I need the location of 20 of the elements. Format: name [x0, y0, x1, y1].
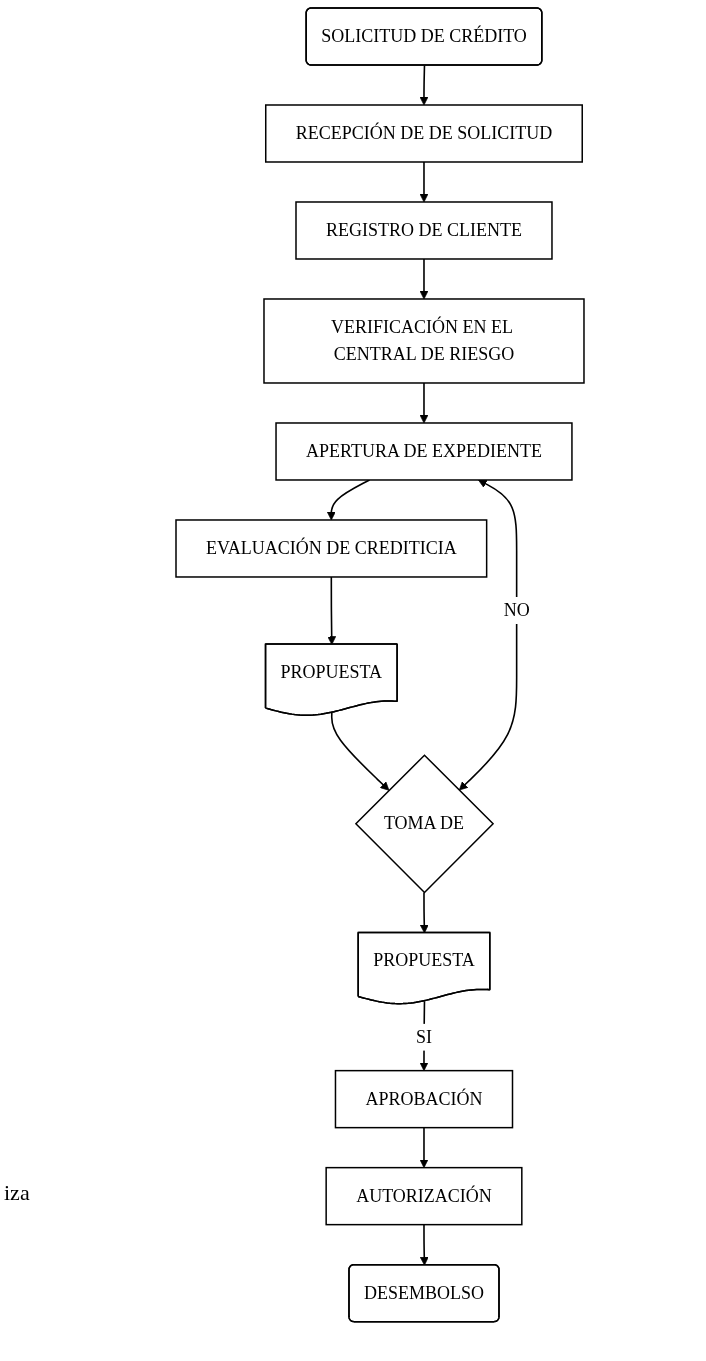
node-box: REGISTRO DE CLIENTE — [295, 201, 553, 260]
node-box: EVALUACIÓN DE CREDITICIA — [175, 519, 488, 578]
arrow — [419, 1126, 429, 1169]
note-text: iza — [4, 1180, 30, 1206]
arrow — [326, 479, 371, 521]
node-box: AUTORIZACIÓN — [325, 1166, 523, 1226]
node-diamond: TOMA DE — [354, 754, 495, 894]
arrow — [458, 479, 518, 791]
arrow — [419, 382, 429, 424]
node-box: RECEPCIÓN DE DE SOLICITUD — [265, 104, 583, 163]
arrow — [419, 258, 429, 300]
edge-label: NO — [503, 599, 530, 620]
arrow — [419, 1223, 429, 1266]
arrow — [419, 64, 429, 106]
arrow — [330, 712, 390, 791]
node-box: APROBACIÓN — [334, 1069, 514, 1129]
node-box: APERTURA DE EXPEDIENTE — [275, 422, 573, 481]
node-box: VERIFICACIÓN EN EL CENTRAL DE RIESGO — [263, 298, 585, 384]
arrow — [419, 161, 429, 203]
edge-label: SI — [415, 1026, 432, 1047]
